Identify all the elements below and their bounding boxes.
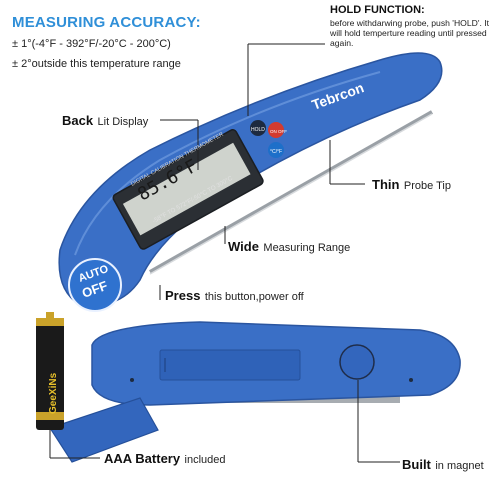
aaa-battery xyxy=(36,318,64,430)
lcd-display xyxy=(112,129,264,250)
battery-brand: GeeXiNs xyxy=(48,372,59,414)
wide-callout: Wide Measuring Range xyxy=(228,238,350,256)
backlit-bold: Back xyxy=(62,113,94,128)
magnet-circle xyxy=(339,344,375,380)
magnet-callout: Built in magnet xyxy=(402,456,484,474)
thin-bold: Thin xyxy=(372,177,400,192)
on-off-button[interactable] xyxy=(268,122,284,138)
hold-function-title: HOLD FUNCTION: xyxy=(330,4,425,16)
hold-function-block: HOLD FUNCTION: before withdarwing probe,… xyxy=(330,4,498,48)
magnet-light: in magnet xyxy=(435,460,484,472)
unit-toggle-button[interactable] xyxy=(268,142,284,158)
magnet-bold: Built xyxy=(402,457,431,472)
press-callout: Press this button,power off xyxy=(165,287,304,305)
hold-button-label: HOLD xyxy=(251,127,265,133)
measuring-accuracy-title: MEASURING ACCURACY: xyxy=(12,14,201,31)
hold-button[interactable] xyxy=(250,120,266,136)
thin-callout: Thin Probe Tip xyxy=(372,176,451,194)
hold-function-text: before withdarwing probe, push 'HOLD'. I… xyxy=(330,18,490,48)
backlit-light: Lit Display xyxy=(97,116,149,128)
wide-bold: Wide xyxy=(228,239,259,254)
press-bold: Press xyxy=(165,288,201,303)
press-light: this button,power off xyxy=(204,291,304,303)
unit-toggle-label: °C/°F xyxy=(270,149,282,155)
backlit-callout: Back Lit Display xyxy=(62,112,148,130)
probe-rod xyxy=(149,110,433,274)
battery-callout: AAA Battery included xyxy=(104,450,226,468)
battery-cover xyxy=(49,397,159,463)
on-off-button-label: ON OFF xyxy=(270,129,287,134)
auto-off-button[interactable] xyxy=(68,258,122,312)
battery-bold: AAA Battery xyxy=(104,451,181,466)
wide-light: Measuring Range xyxy=(263,242,351,254)
battery-light: included xyxy=(184,454,226,466)
accuracy-line-2: ± 2°outside this temperature range xyxy=(12,58,181,70)
thin-light: Probe Tip xyxy=(403,180,451,192)
battery-compartment xyxy=(159,349,301,381)
accuracy-line-1: ± 1°(-4°F - 392°F/-20°C - 200°C) xyxy=(12,38,171,50)
